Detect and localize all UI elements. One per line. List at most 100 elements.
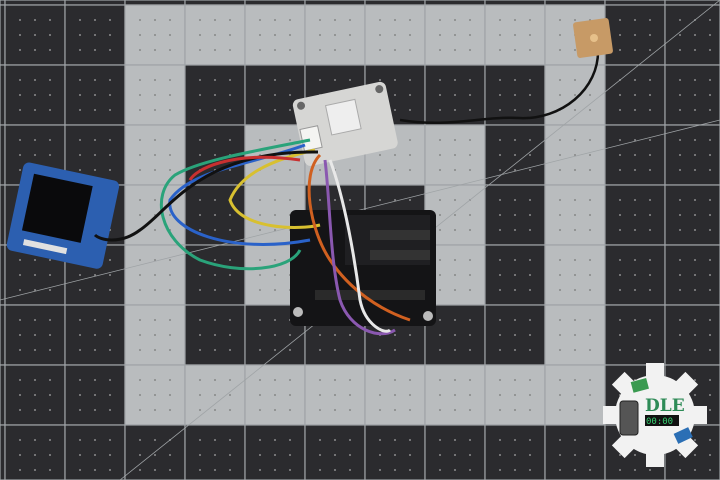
mat-dot	[259, 19, 261, 21]
mat-dot	[514, 379, 516, 381]
mat-dot	[619, 154, 621, 156]
mat-dot	[379, 349, 381, 351]
mat-dot	[409, 169, 411, 171]
mat-dot	[154, 229, 156, 231]
mat-dot	[694, 94, 696, 96]
mat-dot	[709, 394, 711, 396]
mat-dot	[559, 259, 561, 261]
mat-dot	[679, 199, 681, 201]
mat-dot	[169, 409, 171, 411]
mat-dot	[439, 139, 441, 141]
mat-dot	[634, 94, 636, 96]
mat-dot	[274, 229, 276, 231]
mat-dot	[454, 274, 456, 276]
mat-dot	[94, 454, 96, 456]
mat-dot	[274, 214, 276, 216]
mat-dot	[679, 349, 681, 351]
mat-dot	[499, 409, 501, 411]
mat-dot	[694, 199, 696, 201]
mat-dot	[319, 349, 321, 351]
mat-dot	[574, 19, 576, 21]
mat-dot	[229, 229, 231, 231]
mat-dot	[349, 469, 351, 471]
mat-dot	[619, 169, 621, 171]
mat-dot	[409, 154, 411, 156]
mat-dot	[679, 79, 681, 81]
mat-dot	[589, 379, 591, 381]
mat-dot	[514, 439, 516, 441]
mat-dot	[259, 259, 261, 261]
mat-dot	[559, 289, 561, 291]
mat-dot	[634, 34, 636, 36]
mat-dot	[709, 79, 711, 81]
mat-dot	[514, 34, 516, 36]
mat-dot	[34, 379, 36, 381]
mat-dot	[439, 109, 441, 111]
mat-dot	[199, 214, 201, 216]
mat-dot	[79, 154, 81, 156]
mat-dot	[394, 79, 396, 81]
mat-dot	[19, 334, 21, 336]
mat-dot	[169, 259, 171, 261]
mat-dot	[619, 94, 621, 96]
mat-dot	[694, 394, 696, 396]
mat-dot	[379, 454, 381, 456]
mat-dot	[259, 349, 261, 351]
mat-dot	[199, 349, 201, 351]
mat-dot	[679, 334, 681, 336]
mat-dot	[679, 154, 681, 156]
mat-dot	[274, 379, 276, 381]
mat-dot	[139, 439, 141, 441]
mat-dot	[274, 274, 276, 276]
mat-dot	[454, 154, 456, 156]
mat-dot	[709, 454, 711, 456]
mat-dot	[559, 154, 561, 156]
mat-dot	[139, 19, 141, 21]
mat-dot	[49, 19, 51, 21]
mat-dot	[529, 214, 531, 216]
mat-dot	[619, 349, 621, 351]
mat-dot	[169, 454, 171, 456]
mat-dot	[139, 454, 141, 456]
mat-dot	[574, 409, 576, 411]
mat-dot	[649, 49, 651, 51]
mat-dot	[649, 109, 651, 111]
mat-dot	[499, 94, 501, 96]
mat-dot	[439, 214, 441, 216]
mat-dot	[679, 139, 681, 141]
mat-dot	[34, 139, 36, 141]
mat-dot	[469, 439, 471, 441]
mat-dot	[34, 289, 36, 291]
mat-dot	[574, 274, 576, 276]
mat-dot	[94, 19, 96, 21]
mat-dot	[469, 454, 471, 456]
mat-dot	[274, 334, 276, 336]
mat-dot	[259, 394, 261, 396]
mat-dot	[679, 49, 681, 51]
mat-dot	[499, 79, 501, 81]
mat-dot	[694, 169, 696, 171]
mat-dot	[529, 454, 531, 456]
mat-dot	[649, 199, 651, 201]
mat-dot	[229, 109, 231, 111]
mat-dot	[454, 289, 456, 291]
mat-dot	[514, 454, 516, 456]
mat-dot	[94, 439, 96, 441]
mat-dot	[469, 469, 471, 471]
mat-dot	[79, 394, 81, 396]
mat-dot	[349, 19, 351, 21]
mat-dot	[154, 109, 156, 111]
mat-dot	[514, 394, 516, 396]
mat-dot	[79, 469, 81, 471]
mat-dot	[574, 319, 576, 321]
mat-dot	[634, 19, 636, 21]
mat-dot	[529, 94, 531, 96]
mat-dot	[259, 334, 261, 336]
mat-dot	[229, 34, 231, 36]
mat-dot	[319, 169, 321, 171]
mat-dot	[409, 199, 411, 201]
mat-dot	[274, 409, 276, 411]
mat-dot	[649, 34, 651, 36]
mat-dot	[634, 139, 636, 141]
